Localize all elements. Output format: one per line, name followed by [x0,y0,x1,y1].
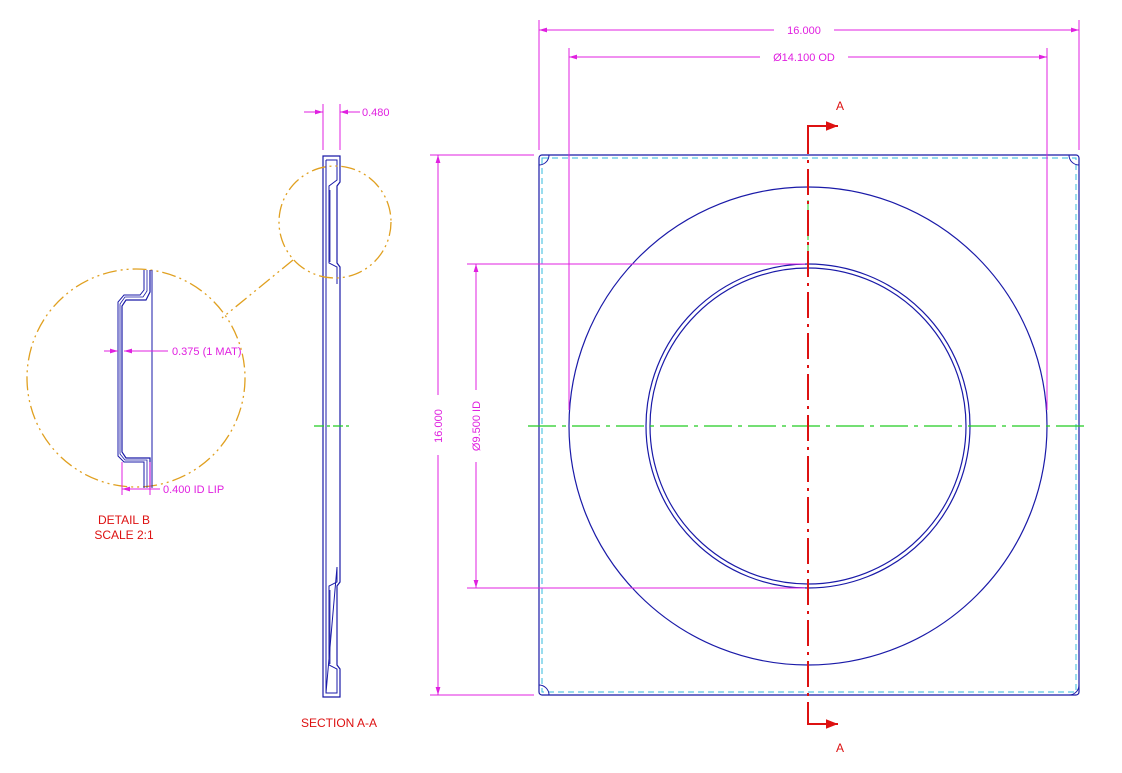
plan-corner-bl [538,684,550,696]
section-title: SECTION A-A [301,716,377,730]
plan-corner-tl [538,154,550,166]
section-arrow-top [807,121,838,145]
detail-scale: SCALE 2:1 [94,528,154,542]
section-arrow-bottom [807,705,838,729]
od-dimension: Ø14.100 OD [773,52,835,64]
detail-b-circle [26,268,246,488]
height-dimension: 16.000 [433,409,445,443]
thickness-dimension: 0.480 [362,107,390,119]
width-dimension: 16.000 [787,25,821,37]
plan-corner-br [1068,684,1080,696]
detail-inner-profile [117,270,145,488]
plan-corner-tr [1068,154,1080,166]
detail-outer-profile [121,270,151,488]
material-dimension: 0.375 (1 MAT) [172,346,242,358]
id-dimension: Ø9.500 ID [471,401,483,451]
detail-view: 0.375 (1 MAT) 0.400 ID LIP DETAIL B SCAL… [26,268,246,542]
plan-hidden-outline [541,157,1077,693]
lip-dimension: 0.400 ID LIP [163,484,224,496]
detail-b-callout-circle [278,165,392,279]
detail-title: DETAIL B [98,513,150,527]
section-arrow-top-label: A [836,99,844,113]
section-inner-profile [325,159,338,694]
detail-inner-profile-2 [119,270,148,488]
section-outer-profile [322,155,341,698]
section-arrow-bottom-label: A [836,741,844,755]
plan-view: A A 16.000 Ø14.100 OD 16.000 Ø9.500 ID [430,20,1088,755]
section-view: 0.480 SECTION A-A [221,104,392,730]
detail-b-leader [221,259,294,319]
